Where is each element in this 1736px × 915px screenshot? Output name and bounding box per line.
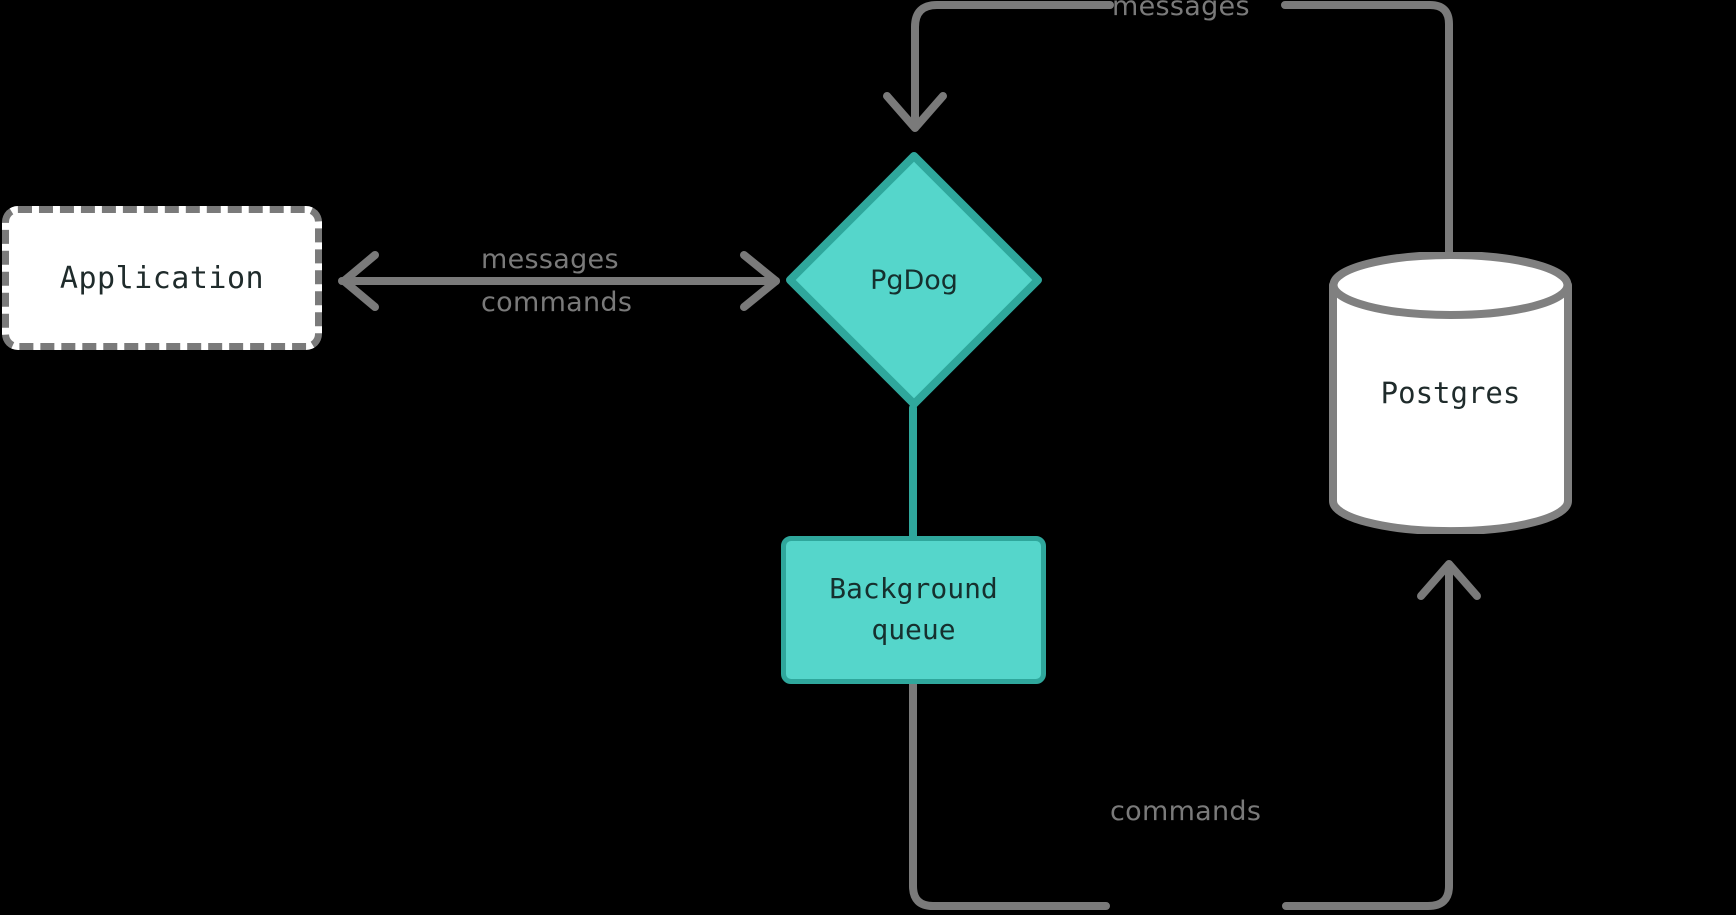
node-application[interactable]: Application [2,206,322,350]
edge-background-queue-to-postgres [909,560,1481,910]
pgdog-diamond-shape [786,152,1042,408]
postgres-cylinder-shape [1329,251,1572,536]
edge-label-commands-middle: commands [481,287,633,318]
node-pgdog-label: PgDog [870,264,958,296]
node-background-queue-label-line-1: Background [829,572,998,606]
node-postgres[interactable]: Postgres [1328,251,1573,536]
edge-postgres-to-pgdog [883,1,1453,258]
node-application-label: Application [59,260,265,296]
node-pgdog[interactable]: PgDog [782,148,1046,412]
edge-application-to-pgdog [626,251,780,311]
edge-label-commands-bottom: commands [1110,796,1262,827]
node-background-queue-label-line-2: queue [871,613,956,646]
node-postgres-label: Postgres [1380,376,1521,410]
edge-label-messages-middle: messages [481,244,619,275]
node-background-queue[interactable]: Background queue [781,536,1046,684]
edge-label-messages-top: messages [1112,0,1250,22]
